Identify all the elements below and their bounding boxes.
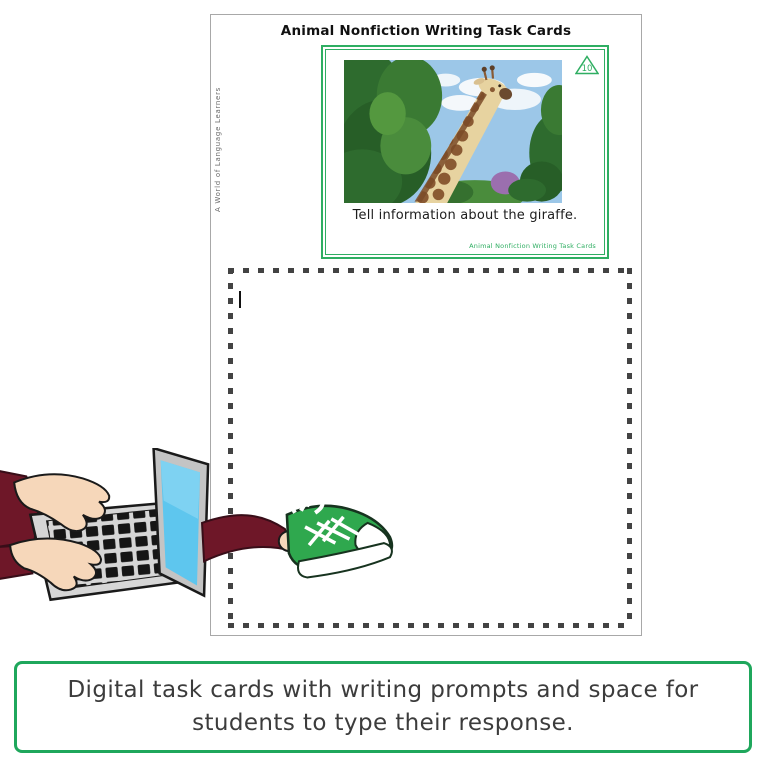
text-cursor [239,291,241,308]
laces [304,515,361,547]
card-footer-credit: Animal Nonfiction Writing Task Cards [469,242,596,250]
triangle-icon: 10 [575,55,599,75]
typing-hands-icon [9,473,111,592]
task-card: 10 Tell information about the giraffe. A… [321,45,609,259]
writing-prompt: Tell information about the giraffe. [352,208,578,223]
task-card-frame: 10 Tell information about the giraffe. A… [325,49,605,255]
side-credit-text: A World of Language Learners [214,87,222,213]
trees-left [344,60,443,203]
caption-line-1: Digital task cards with writing prompts … [67,677,699,703]
caption-banner: Digital task cards with writing prompts … [14,661,752,753]
response-text-area[interactable] [228,268,632,628]
giraffe-photo [344,60,562,203]
caption-line-2: students to type their response. [192,710,574,736]
typing-fast-clipart [0,448,394,602]
task-card-page: Animal Nonfiction Writing Task Cards A W… [210,14,642,636]
sneaker-icon [285,492,394,579]
page-title: Animal Nonfiction Writing Task Cards [280,23,572,39]
svg-text:10: 10 [582,64,593,74]
card-number-badge: 10 [575,55,599,75]
